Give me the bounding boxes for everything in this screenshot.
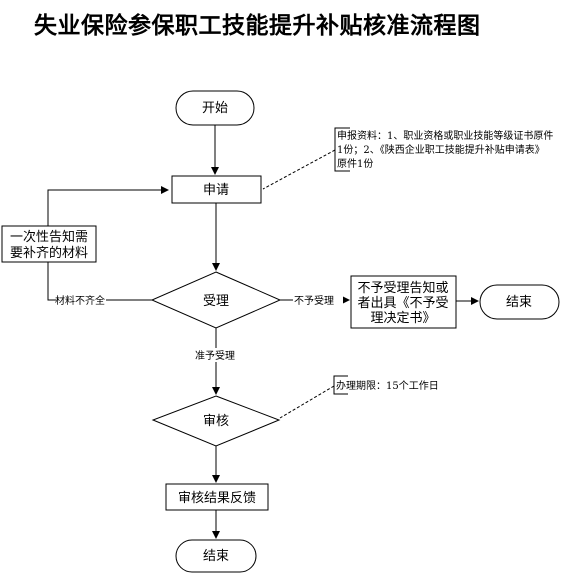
reject-node: 不予受理告知或 者出具《不予受 理决定书》 [350, 275, 457, 329]
materials-note-line-2: 1份；2、《陕西企业职工技能提升补贴申请表》 [337, 143, 545, 156]
apply-label: 申请 [203, 183, 229, 198]
edge-accepted-label: 准予受理 [195, 350, 235, 362]
edge-reject-label: 不予受理 [294, 295, 334, 307]
feedback-node: 审核结果反馈 [165, 483, 269, 511]
period-note-connector [279, 385, 335, 419]
edge-missing-label: 材料不齐全 [55, 294, 105, 307]
start-node: 开始 [175, 90, 255, 126]
feedback-label: 审核结果反馈 [178, 491, 256, 506]
notify-line-1: 一次性告知需 [10, 229, 88, 245]
apply-node: 申请 [171, 175, 262, 204]
reject-line-2: 者出具《不予受 [357, 296, 448, 311]
materials-note-line-1: 申报资料：1、职业资格或职业技能等级证书原件 [337, 129, 553, 142]
reject-line-3: 理决定书》 [370, 311, 435, 326]
end-label-final: 结束 [203, 549, 229, 564]
end-node-final: 结束 [175, 539, 257, 573]
review-label: 审核 [203, 414, 229, 429]
edge-reject-label-bg [293, 294, 343, 306]
materials-note: 申报资料：1、职业资格或职业技能等级证书原件 1份；2、《陕西企业职工技能提升补… [262, 127, 553, 190]
edge-missing-label-bg [56, 294, 106, 306]
period-note-text: 办理期限：15个工作日 [336, 379, 439, 392]
accept-decision: 受理 [150, 271, 282, 329]
edge-notify-apply [47, 186, 169, 226]
start-label: 开始 [202, 101, 228, 116]
period-note: 办理期限：15个工作日 [279, 375, 439, 419]
end-node-reject: 结束 [479, 284, 560, 320]
reject-line-1: 不予受理告知或 [357, 280, 448, 296]
edge-missing [47, 262, 152, 301]
review-decision: 审核 [151, 395, 281, 447]
notify-line-2: 要补齐的材料 [10, 245, 88, 261]
end-label-reject: 结束 [506, 295, 532, 310]
notify-node: 一次性告知需 要补齐的材料 [1, 225, 97, 263]
edge-accepted-label-bg [193, 348, 239, 362]
note-connector [262, 149, 336, 190]
materials-note-line-3: 原件1份 [337, 158, 373, 170]
page-title: 失业保险参保职工技能提升补贴核准流程图 [34, 13, 481, 39]
accept-label: 受理 [203, 294, 229, 309]
